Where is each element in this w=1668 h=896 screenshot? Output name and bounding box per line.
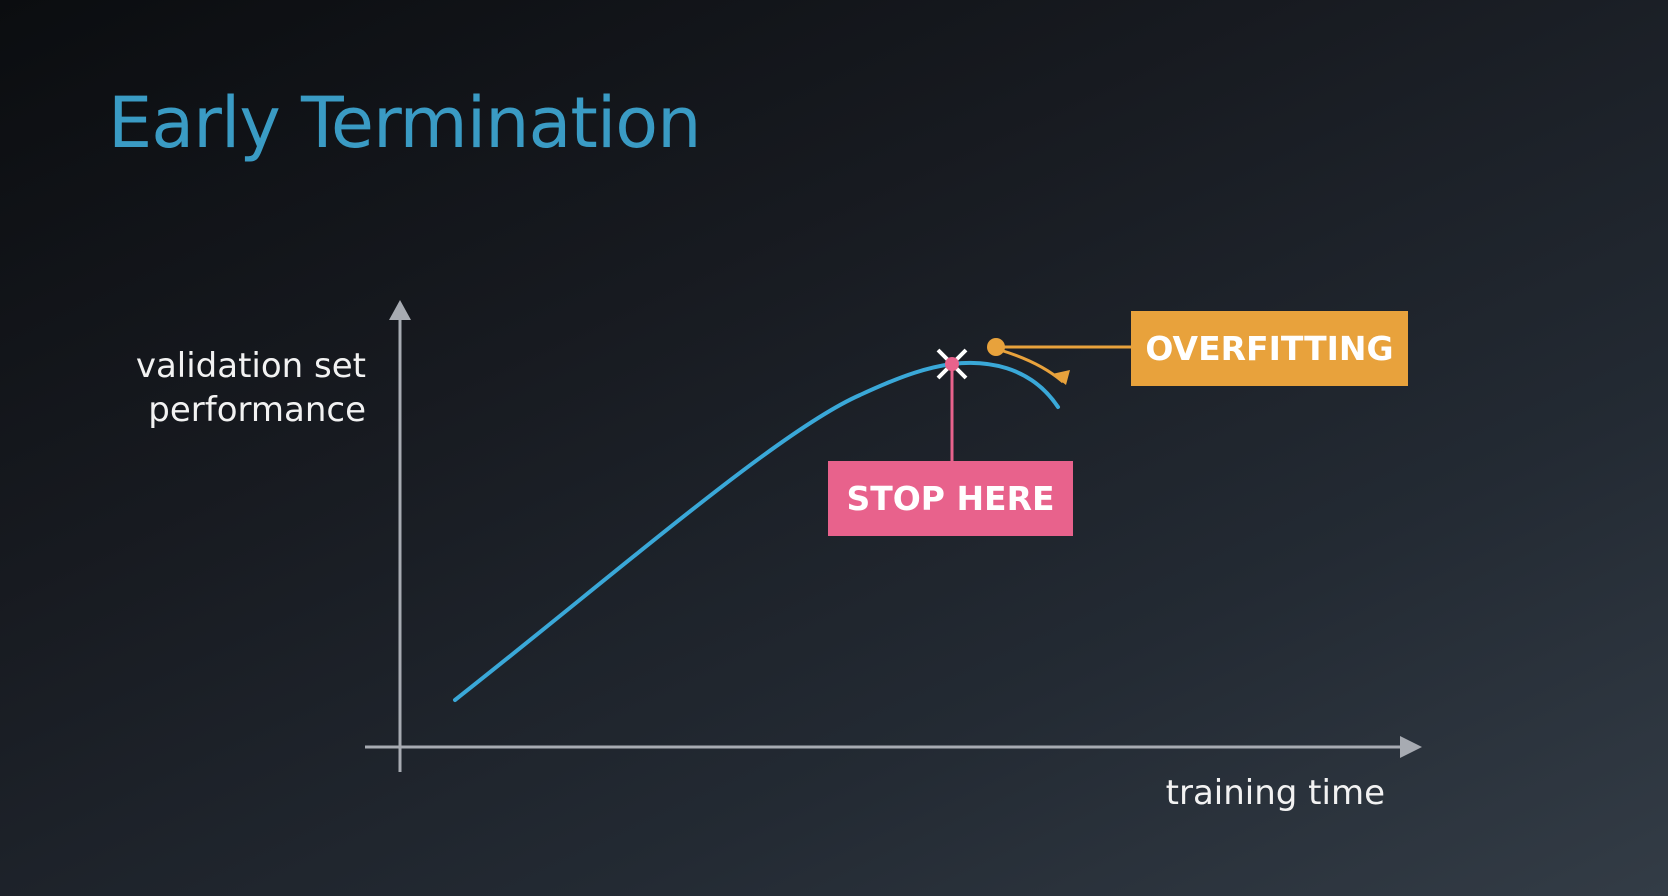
overfit-arrow-curve [999, 348, 1064, 384]
stop-marker-icon [936, 348, 968, 380]
x-axis-label: training time [1165, 773, 1385, 813]
validation-curve [453, 360, 1060, 702]
y-axis-arrowhead [389, 300, 411, 320]
overfit-dot [987, 338, 1005, 356]
y-axis-label-line-1: validation set [135, 346, 366, 386]
overfitting-label: OVERFITTING [1131, 311, 1408, 386]
y-axis-label-line-2: performance [148, 390, 366, 430]
slide-title: Early Termination [108, 82, 701, 164]
x-axis-arrowhead [1400, 736, 1422, 758]
stop-here-label: STOP HERE [828, 461, 1073, 536]
y-axis-label: validation set performance [110, 344, 366, 432]
overfit-arrow-icon [1052, 370, 1070, 385]
